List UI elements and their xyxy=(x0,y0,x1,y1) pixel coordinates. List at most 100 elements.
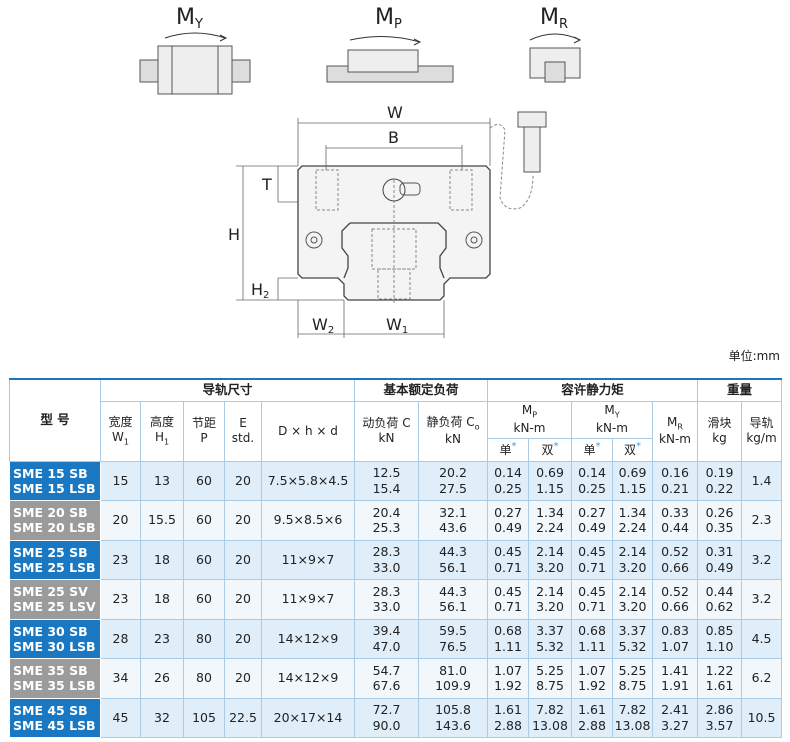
dhd-cell: 9.5×8.5×6 xyxy=(261,500,355,541)
h1-cell: 13 xyxy=(140,460,184,501)
e-cell: 20 xyxy=(224,460,262,501)
h1-cell: 18 xyxy=(140,579,184,620)
w1-cell: 15 xyxy=(100,460,141,501)
label-mr: MR xyxy=(540,5,568,32)
w1-cell: 45 xyxy=(100,697,141,738)
header-dhd: D × h × d xyxy=(261,400,355,462)
header-mp-single: 单* xyxy=(487,437,530,462)
rail-weight-cell: 4.5 xyxy=(741,618,783,659)
label-h: H xyxy=(228,225,240,244)
moment-r-icon xyxy=(529,33,582,83)
header-my-double: 双* xyxy=(612,437,654,462)
w1-cell: 23 xyxy=(100,579,141,620)
pitch-cell: 60 xyxy=(183,539,225,580)
header-my-single: 单* xyxy=(571,437,614,462)
rail-weight-cell: 6.2 xyxy=(741,658,783,699)
h1-cell: 23 xyxy=(140,618,184,659)
e-cell: 20 xyxy=(224,539,262,580)
h1-cell: 18 xyxy=(140,539,184,580)
rail-weight-cell: 2.3 xyxy=(741,500,783,541)
rail-weight-cell: 3.2 xyxy=(741,579,783,620)
header-static-moment: 容许静力矩 xyxy=(487,378,699,402)
dhd-cell: 20×17×14 xyxy=(261,697,355,738)
pitch-cell: 60 xyxy=(183,500,225,541)
h1-cell: 15.5 xyxy=(140,500,184,541)
dhd-cell: 11×9×7 xyxy=(261,539,355,580)
e-cell: 20 xyxy=(224,658,262,699)
e-cell: 22.5 xyxy=(224,697,262,738)
pitch-cell: 60 xyxy=(183,579,225,620)
e-cell: 20 xyxy=(224,500,262,541)
e-cell: 20 xyxy=(224,618,262,659)
pitch-cell: 60 xyxy=(183,460,225,501)
h1-cell: 32 xyxy=(140,697,184,738)
label-b: B xyxy=(388,128,399,147)
dhd-cell: 7.5×5.8×4.5 xyxy=(261,460,355,501)
dhd-cell: 11×9×7 xyxy=(261,579,355,620)
label-w1: W1 xyxy=(386,315,408,336)
rail-weight-cell: 1.4 xyxy=(741,460,783,501)
label-w: W xyxy=(387,103,403,122)
rail-weight-cell: 10.5 xyxy=(741,697,783,738)
label-mp: MP xyxy=(375,5,402,32)
pitch-cell: 80 xyxy=(183,658,225,699)
label-my: MY xyxy=(176,5,203,32)
